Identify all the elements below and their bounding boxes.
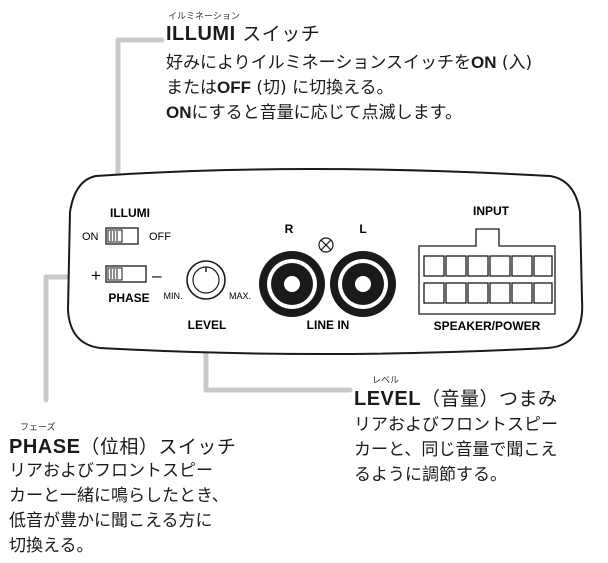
phase-heading: PHASE（位相）スイッチ (9, 432, 236, 459)
illumi-line2-b: OFF (217, 78, 251, 97)
max-label: MAX. (229, 291, 251, 301)
illumi-line1-a: 好みによりイルミネーションスイッチを (166, 53, 471, 73)
level-heading-bold: LEVEL (354, 388, 421, 410)
level-ruby: レベル (372, 376, 400, 386)
illumi-leader-line (115, 37, 165, 240)
illumi-switch-knob (107, 229, 123, 243)
illumi-desc-line3: ONにすると音量に応じて点滅します。 (166, 101, 462, 125)
phase-heading-rest: （位相）スイッチ (80, 436, 237, 458)
phase-minus-label: – (152, 266, 162, 285)
phase-label: PHASE (108, 291, 149, 305)
rca-jack-r (259, 251, 325, 317)
off-label: OFF (149, 231, 171, 243)
level-heading-rest: （音量）つまみ (420, 388, 558, 410)
center-screw (318, 237, 334, 253)
illumi-heading: ILLUMI スイッチ (166, 19, 320, 46)
input-label: INPUT (473, 204, 510, 218)
illumi-line1-b: ON (470, 53, 497, 72)
level-desc-line1: リアおよびフロントスピー (354, 415, 558, 435)
phase-ruby: フェーズ (20, 423, 56, 433)
phase-desc-line1: リアおよびフロントスピー (9, 461, 213, 481)
illumi-line3-b: にすると音量に応じて点滅します。 (191, 103, 462, 123)
illumi-ruby: イルミネーション (168, 12, 240, 22)
l-label: L (359, 222, 366, 236)
rca-jack-l (330, 251, 396, 317)
illumi-line3-a: ON (166, 103, 192, 122)
phase-heading-bold: PHASE (9, 436, 81, 458)
speaker-power-label: SPEAKER/POWER (434, 319, 541, 333)
illumi-heading-rest: スイッチ (235, 23, 321, 45)
level-heading: LEVEL（音量）つまみ (354, 384, 557, 411)
illumi-label: ILLUMI (110, 206, 150, 220)
illumi-desc-line2: またはOFF (切) に切換える。 (166, 76, 394, 100)
illumi-line2-c: (切) に切換える。 (251, 78, 394, 98)
level-desc-line2: カーと、同じ音量で聞こえ (354, 440, 558, 460)
phase-plus-label: + (91, 266, 101, 285)
r-label: R (285, 222, 294, 236)
phase-desc-line3: 低音が豊かに聞こえる方に (9, 511, 213, 531)
illumi-desc-line1: 好みによりイルミネーションスイッチをON (入) (166, 51, 532, 75)
min-label: MIN. (164, 291, 183, 301)
phase-desc-line4: 切換える。 (9, 536, 94, 556)
illumi-heading-bold: ILLUMI (166, 23, 236, 45)
illumi-line2-a: または (166, 78, 217, 98)
line-in-label: LINE IN (307, 318, 350, 332)
on-label: ON (82, 231, 99, 243)
phase-switch-knob (107, 267, 123, 281)
level-desc-line3: るように調節する。 (354, 465, 507, 485)
illumi-line1-c: (入) (496, 53, 533, 73)
input-connector (418, 228, 556, 315)
phase-desc-line2: カーと一緒に鳴らしたとき、 (9, 486, 229, 506)
level-label: LEVEL (188, 318, 227, 332)
